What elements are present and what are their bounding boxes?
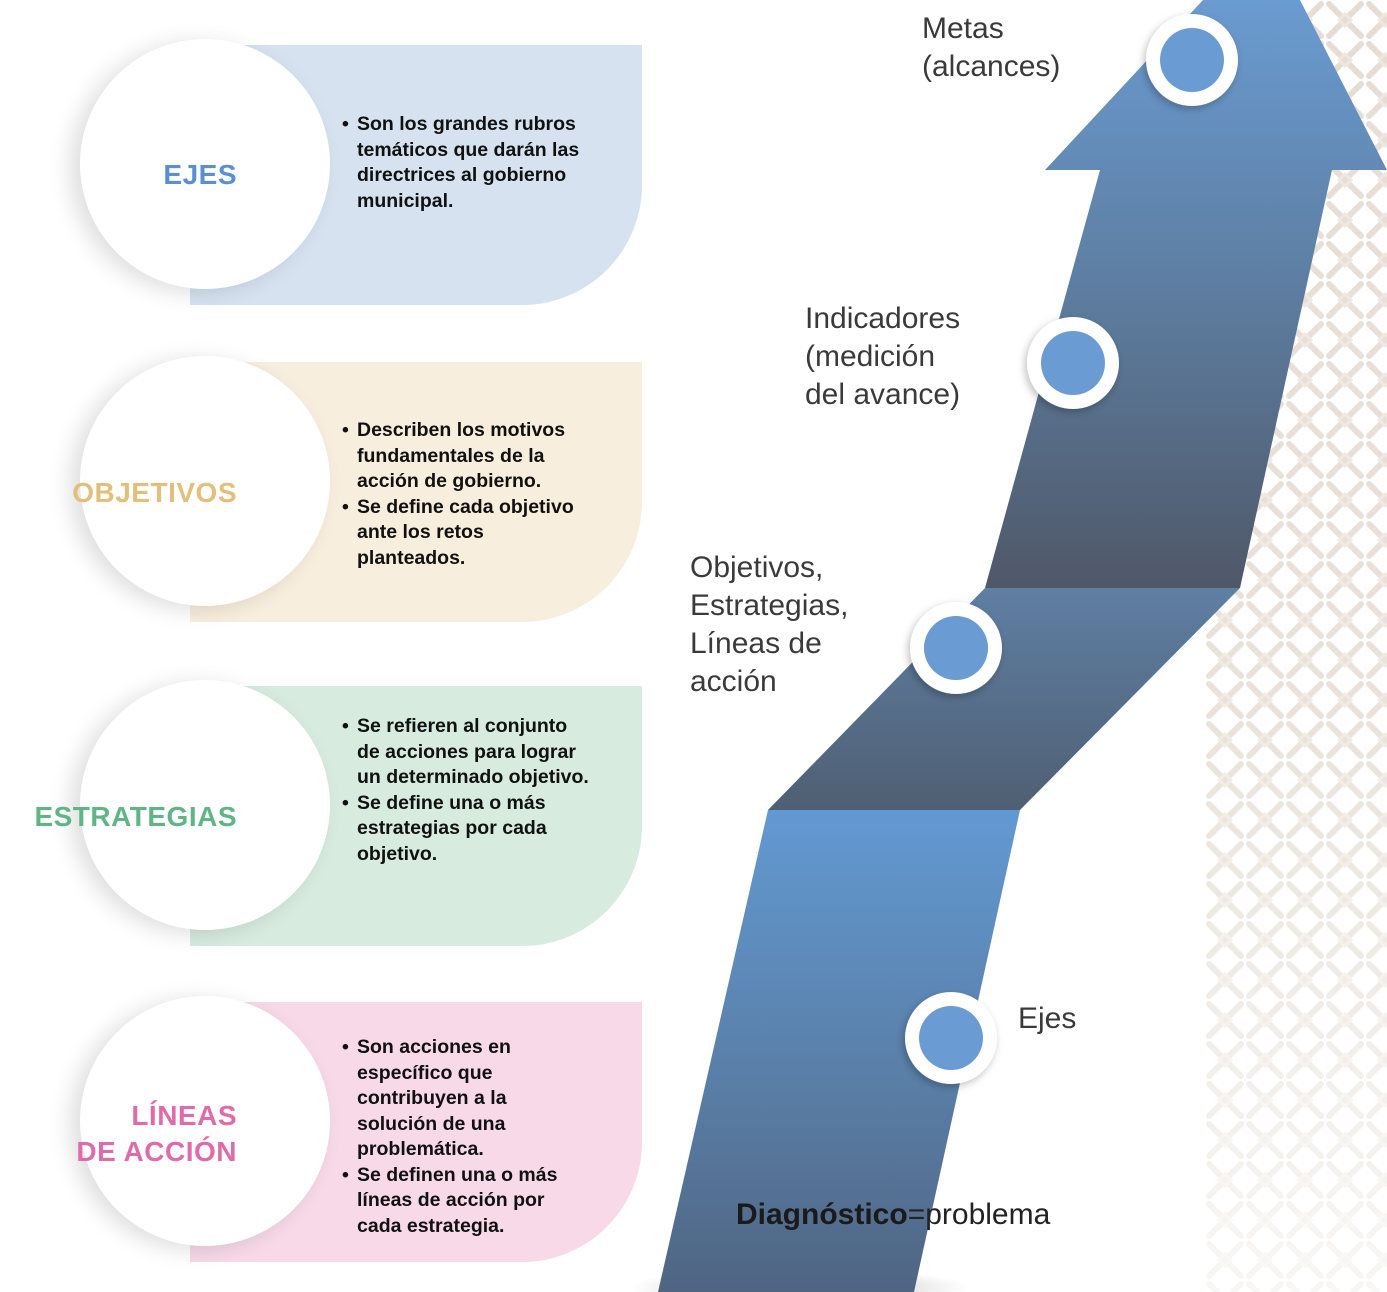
bullet-item: Son los grandes rubros temáticos que dar… bbox=[342, 112, 592, 214]
card-badge bbox=[80, 996, 330, 1246]
bullet-item: Se define una o más estrategias por cada… bbox=[342, 791, 592, 868]
card-estrategias: ESTRATEGIAS Se refieren al conjunto de a… bbox=[34, 680, 642, 946]
card-badge bbox=[80, 39, 330, 289]
card-title-objetivos: OBJETIVOS bbox=[72, 477, 237, 508]
step-label-indicadores: Indicadores (medición del avance) bbox=[805, 302, 961, 411]
card-title-line: DE ACCIÓN bbox=[76, 1136, 237, 1167]
node-objetivos bbox=[910, 602, 1002, 694]
bullet-item: Se refieren al conjunto de acciones para… bbox=[342, 714, 592, 791]
diagnostico-bold: Diagnóstico bbox=[736, 1198, 908, 1231]
bullet-item: Describen los motivos fundamentales de l… bbox=[342, 418, 592, 495]
card-bullets-objetivos: Describen los motivos fundamentales de l… bbox=[342, 418, 592, 571]
card-ejes: EJES Son los grandes rubros temáticos qu… bbox=[80, 39, 642, 305]
diagnostico-label: Diagnóstico=problema bbox=[736, 1196, 1050, 1234]
node-metas bbox=[1146, 14, 1238, 106]
card-title-ejes: EJES bbox=[163, 159, 237, 190]
card-lineas-de-accion: LÍNEAS DE ACCIÓN Son acciones en específ… bbox=[76, 996, 642, 1262]
card-bullets-lineas-de-accion: Son acciones en específico que contribuy… bbox=[342, 1035, 592, 1239]
arrow-segment-top bbox=[985, 0, 1387, 588]
card-badge bbox=[80, 356, 330, 606]
bullet-item: Se define cada objetivo ante los retos p… bbox=[342, 495, 592, 572]
node-indicadores bbox=[1027, 317, 1119, 409]
arrow-segment-bottom bbox=[658, 810, 1020, 1292]
card-title-lineas-de-accion: LÍNEAS DE ACCIÓN bbox=[76, 1098, 237, 1170]
node-ejes bbox=[905, 992, 997, 1084]
card-bullets-estrategias: Se refieren al conjunto de acciones para… bbox=[342, 714, 592, 867]
card-title-line: LÍNEAS bbox=[131, 1100, 237, 1131]
step-label-ejes: Ejes bbox=[1018, 1002, 1077, 1035]
step-label-metas: Metas (alcances) bbox=[922, 12, 1061, 83]
card-title-estrategias: ESTRATEGIAS bbox=[34, 801, 237, 832]
card-objetivos: OBJETIVOS Describen los motivos fundamen… bbox=[72, 356, 642, 622]
diagnostico-rest: =problema bbox=[907, 1198, 1051, 1231]
card-bullets-ejes: Son los grandes rubros temáticos que dar… bbox=[342, 112, 592, 214]
arrow-segment-middle bbox=[768, 588, 1240, 810]
bullet-item: Son acciones en específico que contribuy… bbox=[342, 1035, 592, 1163]
bullet-item: Se definen una o más líneas de acción po… bbox=[342, 1163, 592, 1240]
step-label-objetivos: Objetivos, Estrategias, Líneas de acción bbox=[690, 551, 849, 698]
card-badge bbox=[80, 680, 330, 930]
